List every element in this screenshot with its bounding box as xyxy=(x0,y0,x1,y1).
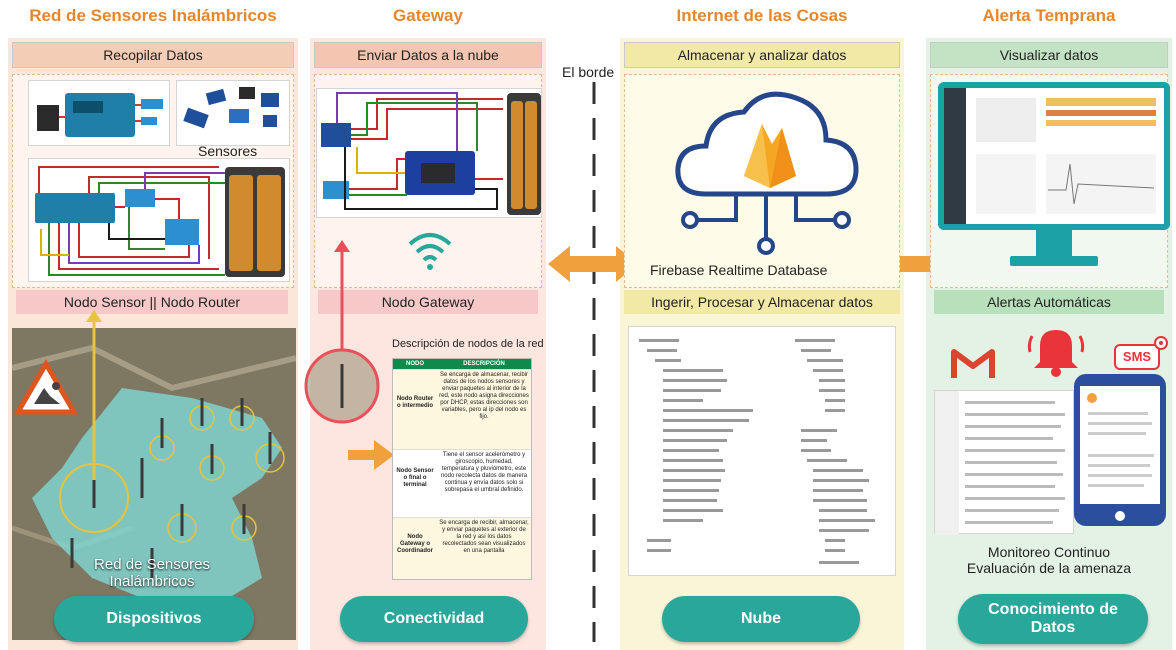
firebase-db-label: Firebase Realtime Database xyxy=(650,262,828,278)
table-cell-node: Nodo Router o intermedio xyxy=(396,396,434,409)
sms-badge: SMS xyxy=(1114,344,1160,370)
sensors-image xyxy=(176,80,290,146)
database-tree-drawing xyxy=(639,339,875,564)
gateway-wiring-drawing xyxy=(321,92,541,215)
table-header-description: DESCRIPCIÓN xyxy=(463,361,505,367)
alert-title: Alerta Temprana xyxy=(982,6,1116,25)
database-tree-image xyxy=(628,326,896,576)
sensors-label: Sensores xyxy=(198,143,258,159)
gateway-wiring-image xyxy=(316,88,542,218)
edge-label: El borde xyxy=(562,64,615,80)
wifi-icon xyxy=(408,233,452,270)
sensor-node-wiring-drawing xyxy=(35,166,285,277)
monitoring-label: Monitoreo Continuo xyxy=(987,544,1111,560)
node-table-title: Descripción de nodos de la red xyxy=(392,338,544,350)
iot-subtitle: Almacenar y analizar datos xyxy=(624,42,900,68)
threat-evaluation-label: Evaluación de la amenaza xyxy=(966,560,1132,576)
knowledge-pill[interactable]: Conocimiento de Datos xyxy=(958,594,1148,644)
connectivity-pill[interactable]: Conectividad xyxy=(340,596,528,642)
sensor-node-band: Nodo Sensor || Nodo Router xyxy=(16,290,288,314)
map-network-label: Red de Sensores Inalámbricos xyxy=(94,556,210,590)
iot-title: Internet de las Cosas xyxy=(676,6,848,25)
table-cell-description: Se encarga de almacenar, recibir datos d… xyxy=(439,372,529,420)
monitor-dashboard-icon xyxy=(938,82,1170,266)
cloud-alert-double-arrow xyxy=(872,246,962,282)
table-row: Nodo Router o intermedio Se encarga de a… xyxy=(393,369,531,449)
email-inbox-drawing xyxy=(935,391,1065,535)
table-cell-description: Tiene el sensor acelerómetro y giroscopi… xyxy=(440,452,528,493)
sensor-uplink-arrow xyxy=(86,310,102,480)
firebase-cloud-icon xyxy=(675,91,859,255)
edge-divider-line xyxy=(592,82,596,642)
landslide-warning-icon xyxy=(13,359,79,415)
email-inbox-image xyxy=(934,390,1074,535)
arduino-board-image xyxy=(28,80,170,146)
table-row: Nodo Gateway o Coordinador Se encarga de… xyxy=(393,517,531,579)
sms-label: SMS xyxy=(1122,349,1152,364)
gateway-title: Gateway xyxy=(393,6,463,25)
wsn-title: Red de Sensores Inalámbricos xyxy=(29,6,277,25)
table-header-node: NODO xyxy=(406,361,424,367)
gateway-cloud-double-arrow xyxy=(548,246,638,282)
cloud-process-band: Ingerir, Procesar y Almacenar datos xyxy=(624,290,900,314)
gateway-highlight-circle xyxy=(304,348,380,424)
smartphone-icon xyxy=(1074,374,1166,526)
table-row: Nodo Sensor o final o terminal Tiene el … xyxy=(393,449,531,517)
arduino-board-drawing xyxy=(37,93,163,137)
cloud-pill[interactable]: Nube xyxy=(662,596,860,642)
alarm-bell-icon xyxy=(1027,330,1085,377)
notification-dot-icon xyxy=(1154,336,1168,350)
map-to-table-arrow xyxy=(348,440,394,470)
devices-pill[interactable]: Dispositivos xyxy=(54,596,254,642)
sensor-modules-drawing xyxy=(183,87,279,129)
gateway-subtitle: Enviar Datos a la nube xyxy=(314,42,542,68)
table-cell-description: Se encarga de recibir, almacenar, y envi… xyxy=(439,520,529,554)
node-description-table: NODO DESCRIPCIÓN Nodo Router o intermedi… xyxy=(392,358,532,580)
gateway-uplink-arrow xyxy=(334,240,350,350)
table-cell-node: Nodo Sensor o final o terminal xyxy=(396,468,434,488)
gmail-icon xyxy=(951,349,995,378)
gateway-node-band: Nodo Gateway xyxy=(318,290,538,314)
wsn-subtitle: Recopilar Datos xyxy=(12,42,294,68)
alert-subtitle: Visualizar datos xyxy=(930,42,1168,68)
sensor-node-wiring-image xyxy=(28,158,290,282)
table-cell-node: Nodo Gateway o Coordinador xyxy=(397,534,433,554)
auto-alerts-band: Alertas Automáticas xyxy=(934,290,1164,314)
